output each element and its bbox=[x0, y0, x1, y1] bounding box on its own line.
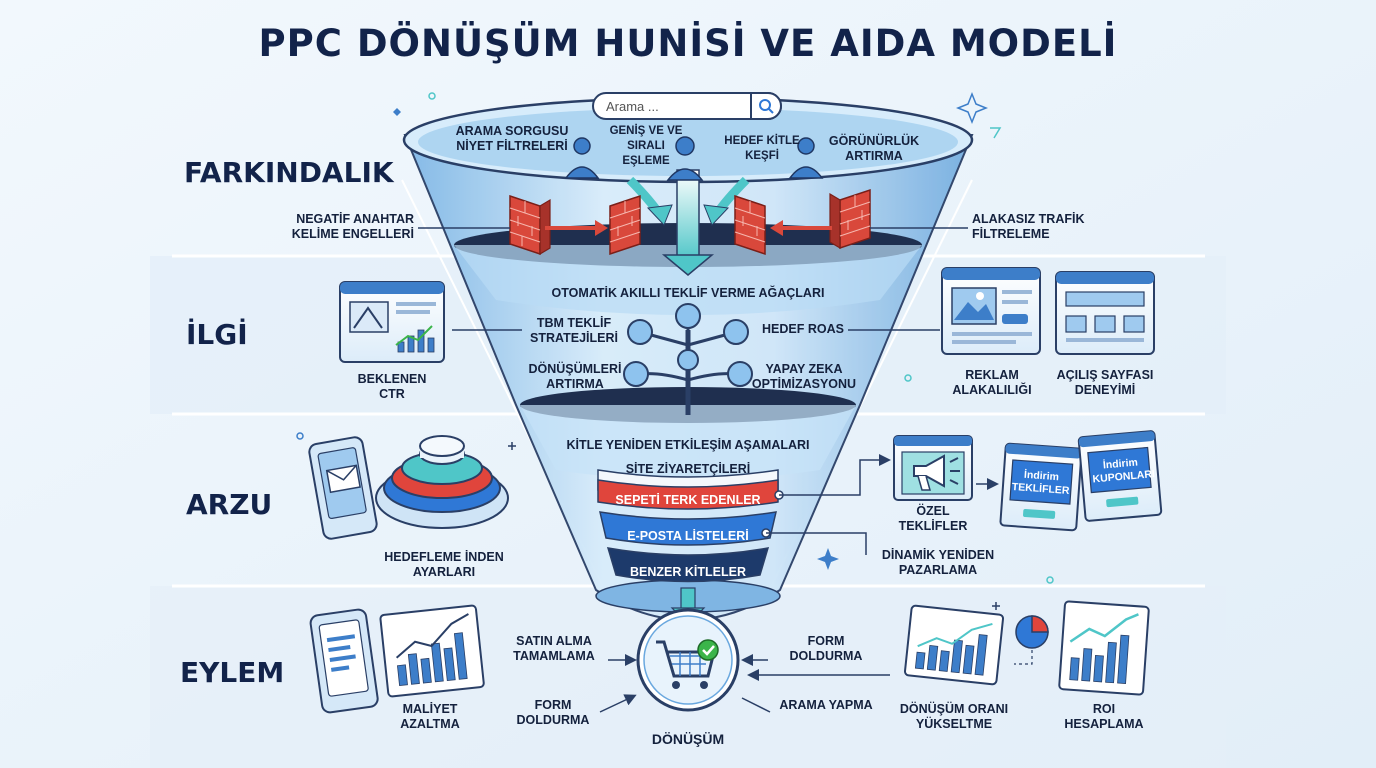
search-placeholder: Arama ... bbox=[606, 99, 659, 114]
label-landing-page: AÇILIŞ SAYFASI DENEYİMİ bbox=[1056, 368, 1154, 397]
label-form-fill-left: FORM DOLDURMA bbox=[516, 698, 590, 727]
browser-window-icon bbox=[1055, 271, 1155, 355]
label-maximize-conversions: DÖNÜŞÜMLERİ ARTIRMA bbox=[528, 362, 622, 391]
search-button[interactable] bbox=[750, 92, 782, 120]
label-target-roas: HEDEF ROAS bbox=[762, 322, 844, 336]
label-search-action: ARAMA YAPMA bbox=[779, 698, 873, 712]
label-purchase: SATIN ALMA TAMAMLAMA bbox=[513, 634, 595, 663]
label-targeting-settings: HEDEFLEME İNDEN AYARLARI bbox=[384, 550, 504, 579]
label-retargeting-stages: KİTLE YENİDEN ETKİLEŞİM AŞAMALARI bbox=[566, 438, 810, 452]
label-special-offers: ÖZEL TEKLİFLER bbox=[898, 504, 968, 533]
stage-interest: İLGİ bbox=[186, 318, 248, 351]
label-conversion-rate: DÖNÜŞÜM ORANI YÜKSELTME bbox=[899, 702, 1009, 731]
person-icon bbox=[564, 136, 824, 181]
bar-chart-icon bbox=[309, 604, 485, 714]
label-expected-ctr: BEKLENEN CTR bbox=[357, 372, 427, 401]
label-broad-phrase: GENİŞ VE VE SIRALI EŞLEME bbox=[609, 125, 683, 167]
label-ad-relevance: REKLAM ALAKALILIĞI bbox=[952, 368, 1032, 397]
label-conversion: DÖNÜŞÜM bbox=[651, 731, 725, 747]
funnel-body bbox=[402, 96, 974, 621]
label-roi: ROI HESAPLAMA bbox=[1064, 702, 1144, 731]
label-negative-keywords: NEGATİF ANAHTAR KELİME ENGELLERİ bbox=[291, 212, 414, 241]
layered-disc-icon bbox=[375, 435, 509, 529]
search-input[interactable]: Arama ... bbox=[592, 92, 782, 120]
label-irrelevant-traffic: ALAKASIZ TRAFİK FİLTRELEME bbox=[972, 212, 1085, 241]
bar-chart-icon bbox=[1058, 600, 1150, 696]
label-discount-offers: İndirim TEKLİFLER bbox=[1011, 468, 1070, 497]
label-target-audience: HEDEF KİTLE KEŞFİ bbox=[724, 135, 800, 162]
label-ai-optimization: YAPAY ZEKA OPTİMİZASYONU bbox=[751, 362, 857, 391]
label-tbm: TBM TEKLİF STRATEJİLERİ bbox=[530, 316, 618, 345]
browser-window-icon bbox=[941, 267, 1041, 355]
envelope-phone-icon bbox=[308, 436, 378, 540]
label-discount-coupons: İndirim KUPONLARI bbox=[1092, 456, 1156, 486]
search-icon bbox=[759, 99, 774, 114]
shopping-cart-icon bbox=[636, 608, 740, 712]
label-cost-reduction: MALİYET AZALTMA bbox=[400, 702, 460, 731]
label-query-filters: ARAMA SORGUSU NİYET FİLTRELERİ bbox=[455, 124, 569, 153]
stage-action: EYLEM bbox=[180, 656, 285, 689]
layer-cart-abandoners: SEPETİ TERK EDENLER bbox=[615, 493, 761, 507]
stage-desire: ARZU bbox=[186, 488, 273, 521]
page-title: PPC DÖNÜŞÜM HUNİSİ VE AIDA MODELİ bbox=[258, 22, 1118, 65]
browser-window-icon bbox=[1077, 430, 1163, 522]
pie-chart-icon bbox=[1014, 615, 1049, 665]
browser-window-icon bbox=[339, 281, 445, 363]
label-form-fill-right: FORM DOLDURMA bbox=[789, 634, 863, 663]
bar-chart-icon bbox=[903, 604, 1005, 686]
megaphone-icon bbox=[893, 435, 973, 501]
browser-window-icon bbox=[999, 442, 1083, 532]
network-tree-icon bbox=[452, 303, 940, 415]
label-dynamic-remarketing: DİNAMİK YENİDEN PAZARLAMA bbox=[881, 548, 995, 577]
layer-email-lists: E-POSTA LİSTELERİ bbox=[627, 529, 749, 543]
stage-awareness: FARKINDALIK bbox=[184, 156, 394, 189]
sparkle-icon bbox=[296, 91, 1054, 610]
brick-wall-icon bbox=[509, 188, 871, 256]
layer-lookalike: BENZER KİTLELER bbox=[630, 565, 746, 579]
label-visibility: GÖRÜNÜRLÜK ARTIRMA bbox=[828, 134, 920, 163]
retargeting-layers bbox=[597, 454, 891, 583]
layer-site-visitors: SİTE ZİYARETÇİLERİ bbox=[625, 462, 751, 476]
label-smart-bidding: OTOMATİK AKILLI TEKLİF VERME AĞAÇLARI bbox=[551, 286, 825, 300]
